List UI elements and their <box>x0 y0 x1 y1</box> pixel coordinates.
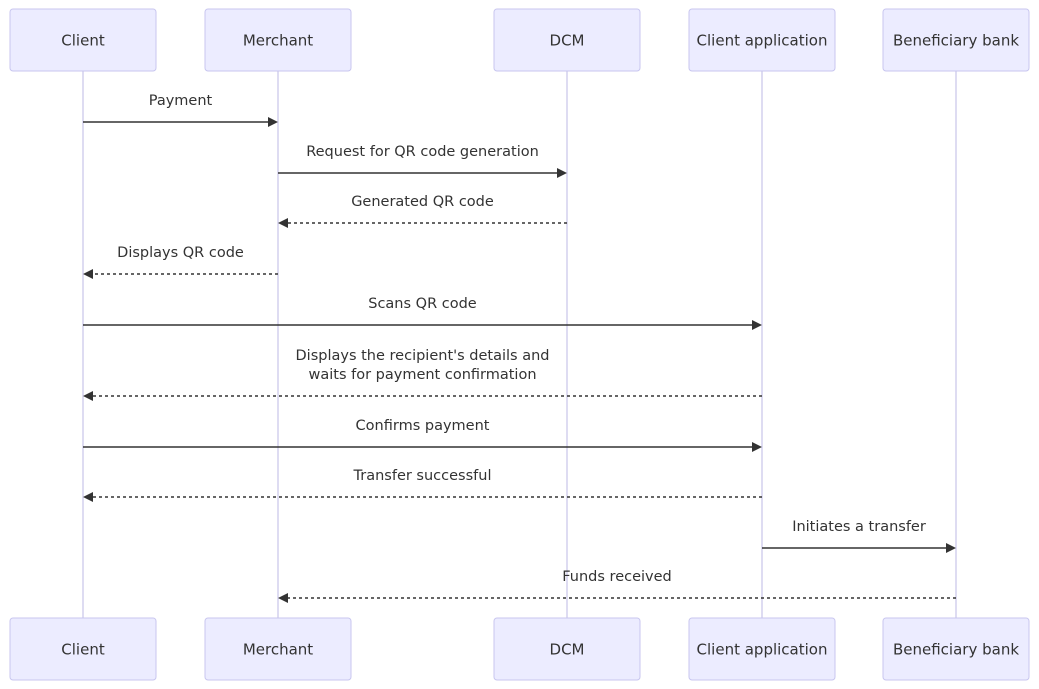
lifelines <box>82 71 957 618</box>
actor-client-bottom: Client <box>9 617 157 681</box>
message-label: Funds received <box>562 569 672 585</box>
actor-box <box>9 8 157 72</box>
actors-bottom: Client Merchant DCM Client application Benef… <box>9 617 1030 681</box>
actors-top: Client Merchant DCM Client application Benef… <box>9 8 1030 72</box>
arrowhead <box>752 442 762 452</box>
actor-label: Client <box>61 641 105 659</box>
actor-label: Client application <box>697 32 828 50</box>
message-7: Confirms payment <box>83 418 762 452</box>
message-10: Funds received <box>278 569 956 603</box>
message-label: Scans QR code <box>368 296 477 312</box>
message-label: Confirms payment <box>356 418 490 434</box>
arrowhead <box>268 117 278 127</box>
actor-box <box>9 617 157 681</box>
actor-bank-bottom: Beneficiary bank <box>882 617 1030 681</box>
actor-bank-top: Beneficiary bank <box>882 8 1030 72</box>
actor-label: Merchant <box>243 641 313 659</box>
actor-label: DCM <box>550 641 585 659</box>
arrowhead <box>278 218 288 228</box>
message-9: Initiates a transfer <box>762 519 956 553</box>
actor-dcm-bottom: DCM <box>493 617 641 681</box>
arrowhead <box>83 492 93 502</box>
actor-label: Beneficiary bank <box>893 641 1019 659</box>
actor-box <box>204 8 352 72</box>
actor-box <box>882 8 1030 72</box>
message-label: Transfer successful <box>353 468 492 484</box>
actor-box <box>493 617 641 681</box>
actor-dcm-top: DCM <box>493 8 641 72</box>
actor-box <box>204 617 352 681</box>
arrowhead <box>752 320 762 330</box>
actor-client_app-bottom: Client application <box>688 617 836 681</box>
actor-label: Beneficiary bank <box>893 32 1019 50</box>
actor-client-top: Client <box>9 8 157 72</box>
message-label: Request for QR code generation <box>306 144 539 160</box>
actor-merchant-top: Merchant <box>204 8 352 72</box>
arrowhead <box>83 269 93 279</box>
message-5: Scans QR code <box>83 296 762 330</box>
actor-box <box>493 8 641 72</box>
arrowhead <box>946 543 956 553</box>
actor-label: DCM <box>550 32 585 50</box>
arrowhead <box>83 391 93 401</box>
message-8: Transfer successful <box>83 468 762 502</box>
actor-client_app-top: Client application <box>688 8 836 72</box>
actor-merchant-bottom: Merchant <box>204 617 352 681</box>
message-3: Generated QR code <box>278 194 567 228</box>
message-label: Displays the recipient's details and <box>296 348 550 364</box>
actor-label: Client application <box>697 641 828 659</box>
message-label: Displays QR code <box>117 245 244 261</box>
message-4: Displays QR code <box>83 245 278 279</box>
message-label: Generated QR code <box>351 194 494 210</box>
arrowhead <box>278 593 288 603</box>
message-label: waits for payment confirmation <box>308 367 536 383</box>
actor-box <box>688 617 836 681</box>
actor-label: Merchant <box>243 32 313 50</box>
message-1: Payment <box>83 93 278 127</box>
message-6: Displays the recipient's details and wait… <box>83 348 762 401</box>
arrowhead <box>557 168 567 178</box>
message-label: Payment <box>149 93 213 109</box>
actor-box <box>688 8 836 72</box>
actor-label: Client <box>61 32 105 50</box>
message-label: Initiates a transfer <box>792 519 926 535</box>
actor-box <box>882 617 1030 681</box>
message-2: Request for QR code generation <box>278 144 567 178</box>
